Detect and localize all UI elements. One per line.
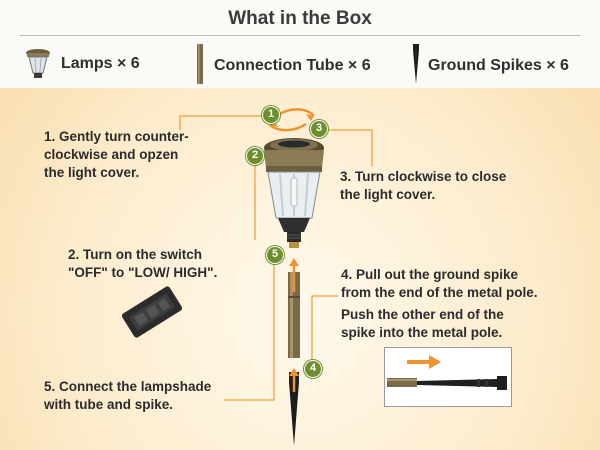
tube-icon — [197, 44, 203, 84]
title-divider — [20, 35, 580, 36]
spike-icon — [413, 44, 419, 84]
step-3-line-1: 3. Turn clockwise to close — [340, 169, 507, 184]
step-3-line-2: the light cover. — [340, 187, 436, 202]
step-5-line-2: with tube and spike. — [44, 397, 174, 412]
step-4-line-4: spike into the metal pole. — [341, 325, 503, 340]
step-3-badge: 3 — [310, 120, 328, 138]
switch-illustration — [121, 286, 183, 338]
spikes-label: Ground Spikes × 6 — [428, 57, 569, 74]
step-5-line-1: 5. Connect the lampshade — [44, 379, 212, 394]
spike-insertion-diagram — [387, 355, 507, 390]
step-2-text: 2. Turn on the switch "OFF" to "LOW/ HIG… — [68, 246, 217, 282]
pole — [288, 272, 300, 358]
tube-label: Connection Tube × 6 — [214, 57, 371, 74]
step-4-text: 4. Pull out the ground spike from the en… — [341, 266, 538, 342]
step-2-badge: 2 — [246, 147, 264, 165]
step-1-text: 1. Gently turn counter- clockwise and op… — [44, 128, 189, 182]
lamp-head — [264, 138, 324, 248]
lamp-icon — [26, 49, 50, 78]
lamps-label: Lamps × 6 — [61, 55, 140, 72]
box-item-lamps: Lamps × 6 — [22, 48, 140, 80]
what-in-the-box-panel — [0, 0, 600, 88]
box-item-tube: Connection Tube × 6 — [194, 44, 371, 84]
step-1-line-2: clockwise and opzen — [44, 147, 179, 162]
step-1-badge: 1 — [262, 106, 280, 124]
step-1-line-3: the light cover. — [44, 165, 140, 180]
step-4-line-3: Push the other end of the — [341, 307, 504, 322]
step-5-badge: 5 — [266, 246, 284, 264]
step-4-line-1: 4. Pull out the ground spike — [341, 267, 519, 282]
box-title: What in the Box — [228, 8, 372, 29]
step-2-line-2: "OFF" to "LOW/ HIGH". — [68, 265, 218, 280]
box-item-spikes: Ground Spikes × 6 — [410, 44, 569, 84]
step-2-line-1: 2. Turn on the switch — [68, 247, 203, 262]
step-3-text: 3. Turn clockwise to close the light cov… — [340, 168, 506, 204]
spike-detail-inset — [384, 347, 512, 407]
step-5-text: 5. Connect the lampshade with tube and s… — [44, 378, 211, 414]
step-4-line-2: from the end of the metal pole. — [341, 285, 538, 300]
step-1-line-1: 1. Gently turn counter- — [44, 129, 189, 144]
step-4-badge: 4 — [304, 360, 322, 378]
